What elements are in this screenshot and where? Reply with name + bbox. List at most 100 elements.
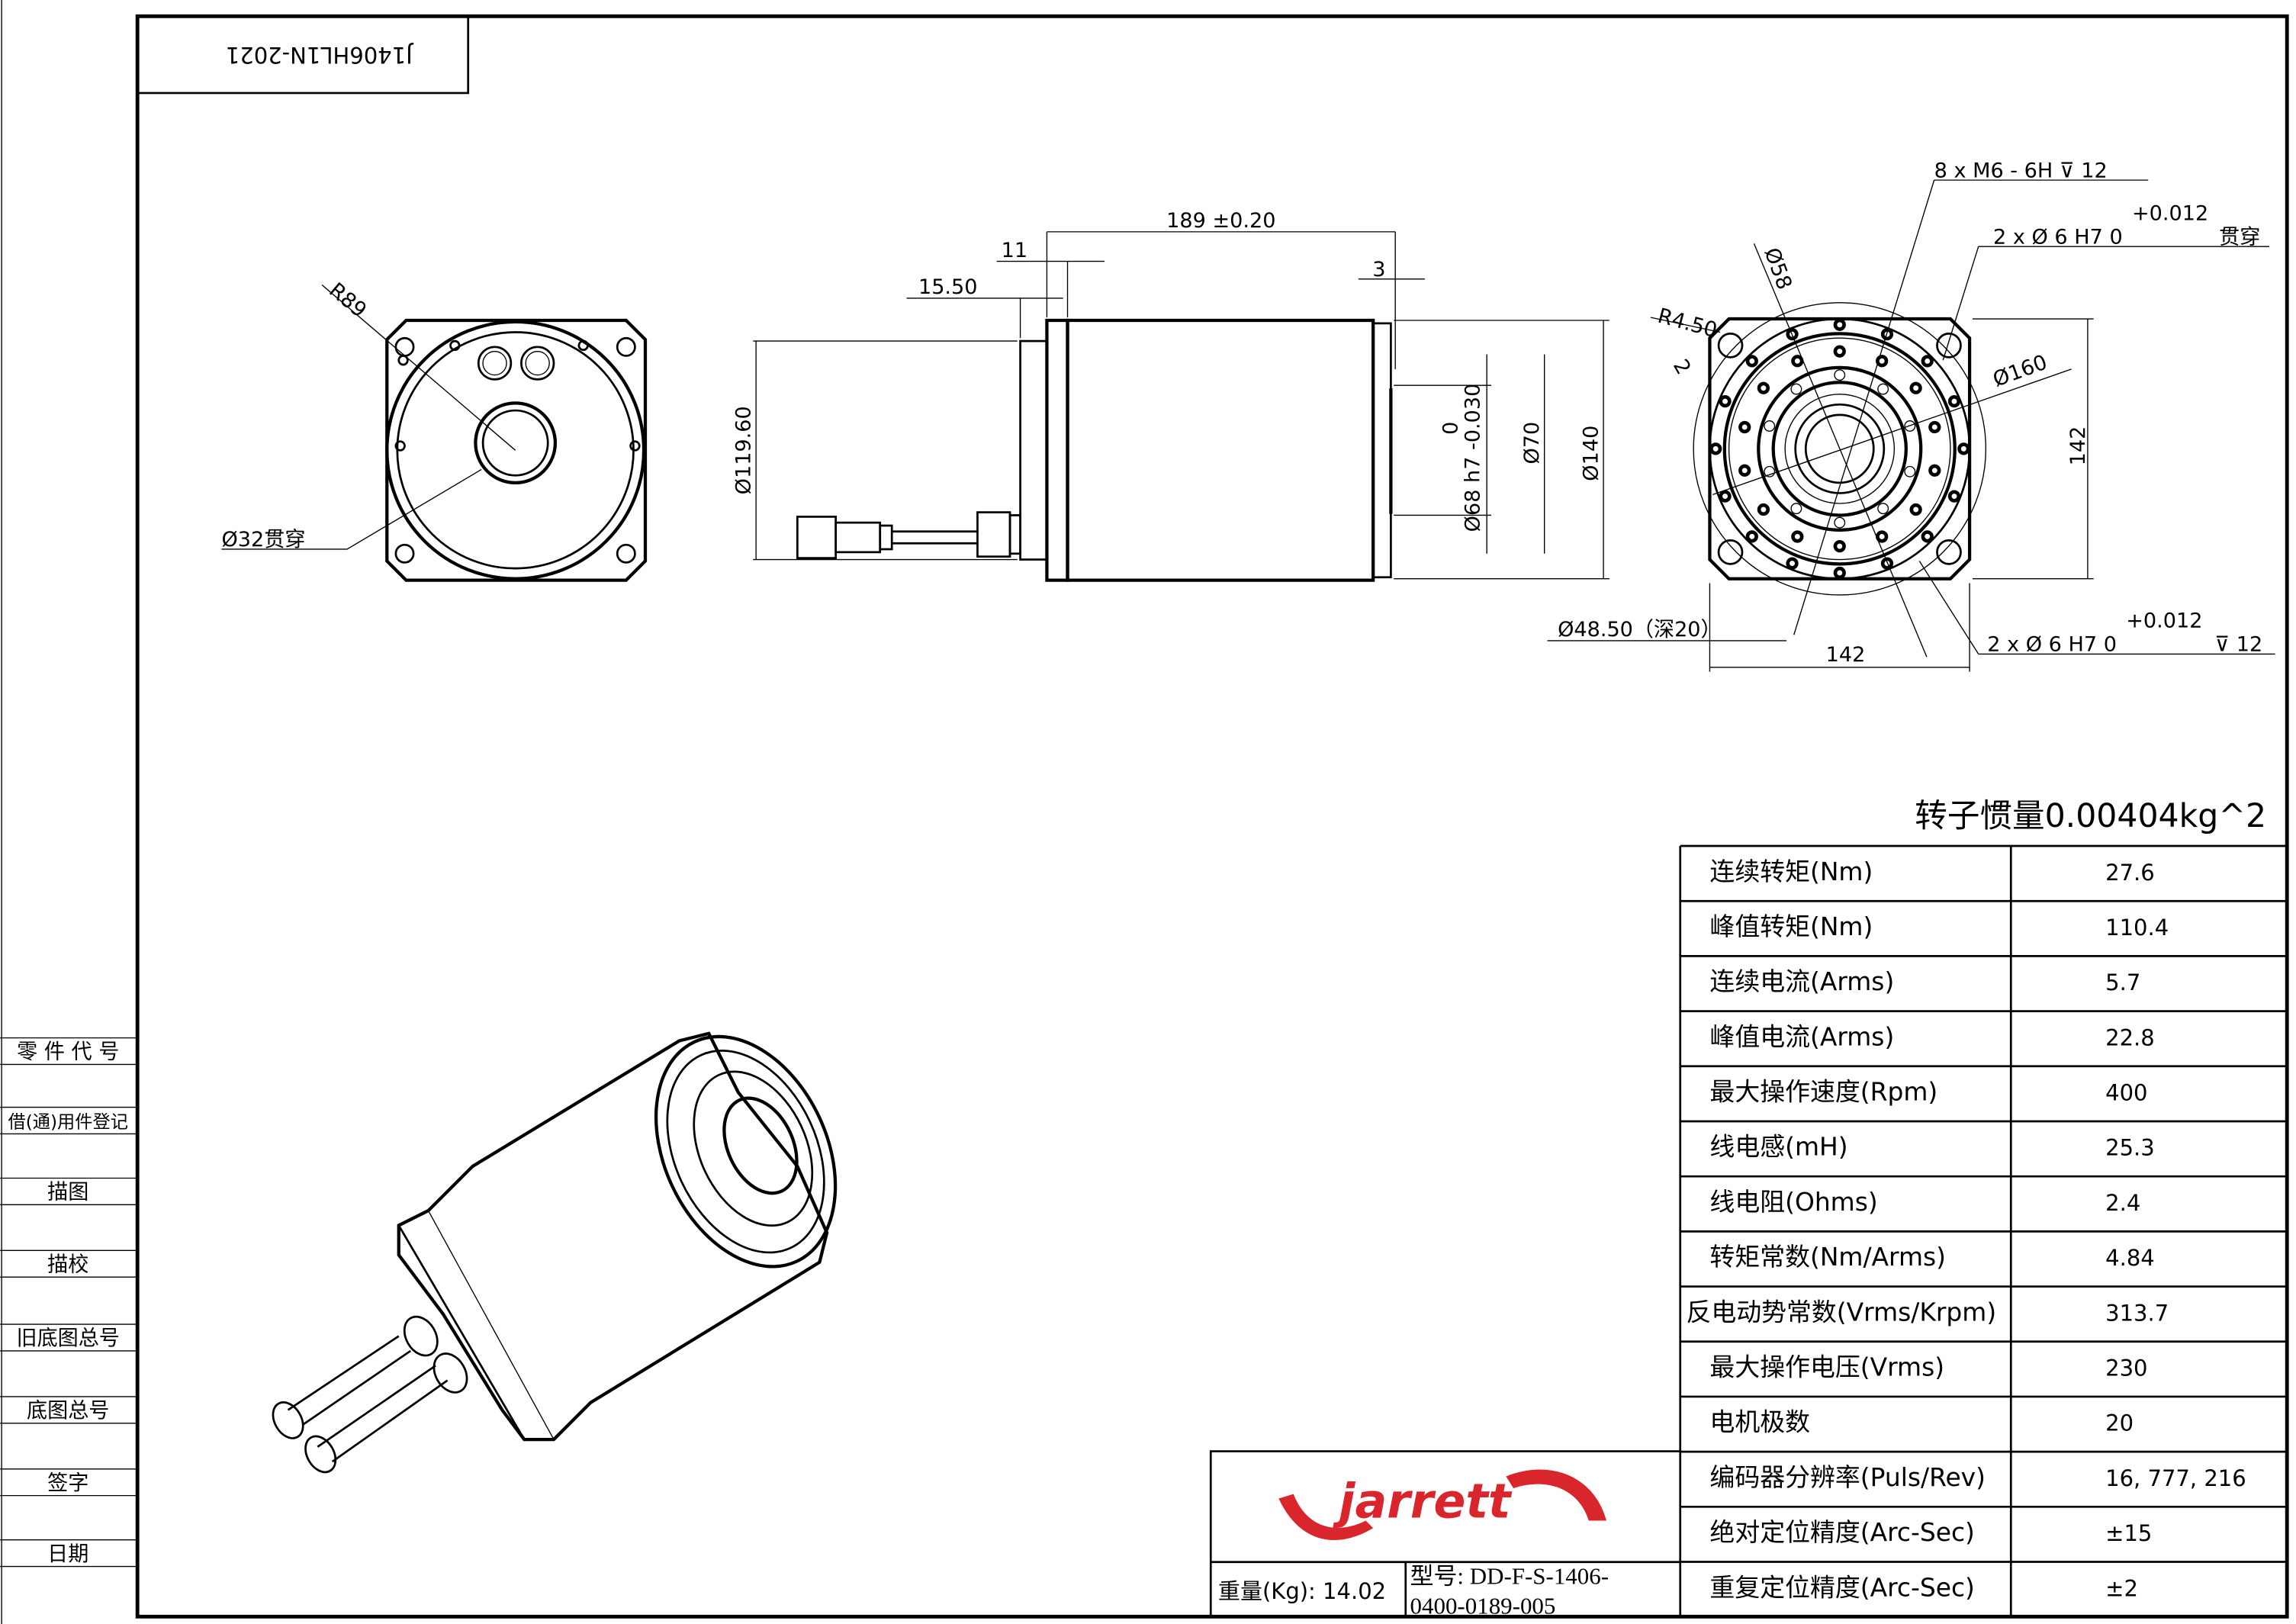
dim-2: 2 bbox=[1668, 355, 1695, 378]
specs-table: 转子惯量0.00404kg^2 连续转矩(Nm) 27.6 峰值转矩(Nm) 110.… bbox=[1679, 797, 2288, 1617]
strip-label: 零 件 代 号 bbox=[17, 1040, 119, 1064]
dim-11: 11 bbox=[1002, 239, 1027, 262]
bolt-hole bbox=[1880, 328, 1894, 341]
spec-label: 连续电流(Arms) bbox=[1709, 966, 1894, 996]
bolt-hole bbox=[1834, 369, 1846, 381]
weight-label: 重量(Kg): 14.02 bbox=[1218, 1578, 1386, 1604]
thread-callout: 8 x M6 - 6H ⊽ 12 bbox=[1934, 159, 2108, 182]
bolt-hole bbox=[1947, 395, 1961, 408]
spec-value: 313.7 bbox=[2105, 1300, 2169, 1326]
model-line-1: 型号: DD-F-S-1406- bbox=[1410, 1563, 1609, 1590]
bolt-hole bbox=[1957, 442, 1970, 455]
bolt-hole bbox=[1833, 318, 1846, 331]
spec-label: 最大操作速度(Rpm) bbox=[1709, 1077, 1937, 1107]
bolt-hole bbox=[1833, 345, 1846, 358]
strip-label: 描图 bbox=[47, 1181, 88, 1204]
spec-value: 25.3 bbox=[2105, 1135, 2155, 1161]
dim-15-50: 15.50 bbox=[918, 275, 978, 299]
spec-label: 峰值电流(Arms) bbox=[1709, 1021, 1894, 1051]
radius-label: R89 bbox=[324, 278, 371, 323]
bolt-hole bbox=[1757, 381, 1770, 394]
spec-value: 16, 777, 216 bbox=[2105, 1465, 2246, 1491]
strip-label: 签字 bbox=[47, 1471, 88, 1495]
bolt-hole bbox=[1876, 355, 1889, 368]
bore-label: Ø32贯穿 bbox=[222, 528, 306, 552]
spec-label: 线电感(mH) bbox=[1709, 1132, 1847, 1162]
spec-label: 重复定位精度(Arc-Sec) bbox=[1709, 1572, 1974, 1602]
bolt-hole bbox=[1833, 539, 1846, 553]
bolt-hole bbox=[1764, 420, 1776, 432]
bolt-hole bbox=[1909, 503, 1922, 516]
strip-label: 底图总号 bbox=[27, 1399, 109, 1423]
spec-label: 连续转矩(Nm) bbox=[1709, 857, 1873, 886]
bolt-hole bbox=[1904, 465, 1916, 478]
spec-value: 2.4 bbox=[2105, 1190, 2140, 1216]
drawing-code-box: J1406HL1N-2021 bbox=[137, 16, 470, 95]
bolt-hole bbox=[1877, 503, 1889, 515]
jarrett-logo: jarrett bbox=[1278, 1469, 1606, 1541]
pin-top-tolerance: +0.012 bbox=[2132, 201, 2208, 225]
bolt-hole bbox=[1833, 566, 1846, 580]
spec-value: 4.84 bbox=[2105, 1245, 2155, 1271]
logo-text: jarrett bbox=[1333, 1474, 1513, 1529]
strip-label: 借(通)用件登记 bbox=[8, 1112, 127, 1133]
model-line-2: 0400-0189-005 bbox=[1410, 1592, 1556, 1619]
bolt-hole bbox=[1880, 557, 1894, 570]
bolt-hole bbox=[1738, 464, 1751, 477]
spec-value: ±2 bbox=[2105, 1575, 2138, 1601]
drawing-code: J1406HL1N-2021 bbox=[226, 42, 414, 68]
pin-bottom-callout: 2 x Ø 6 H7 0 bbox=[1987, 633, 2117, 657]
dim-58: Ø58 bbox=[1759, 245, 1796, 293]
spec-value: 20 bbox=[2105, 1410, 2134, 1436]
dim-3: 3 bbox=[1372, 258, 1385, 281]
spec-value: 5.7 bbox=[2105, 970, 2140, 995]
bolt-hole bbox=[1928, 464, 1941, 477]
spec-value: 110.4 bbox=[2105, 915, 2169, 941]
front-view: R89 Ø32贯穿 bbox=[222, 278, 648, 582]
bolt-hole bbox=[1790, 503, 1802, 515]
bolt-hole bbox=[1719, 395, 1732, 408]
bolt-hole bbox=[1738, 420, 1751, 434]
side-view: 189 ±0.20 11 15.50 3 Ø119.60 Ø68 h7 -0.0… bbox=[732, 209, 1787, 642]
dim-48-50: Ø48.50（深20） bbox=[1558, 618, 1722, 642]
spec-value: 400 bbox=[2105, 1080, 2147, 1106]
bolt-hole bbox=[1719, 490, 1732, 503]
spec-label: 编码器分辨率(Puls/Rev) bbox=[1709, 1462, 1986, 1492]
strip-label: 旧底图总号 bbox=[17, 1327, 120, 1350]
pin-top-callout: 2 x Ø 6 H7 0 bbox=[1993, 225, 2123, 249]
bolt-hole bbox=[1876, 530, 1889, 543]
bolt-hole bbox=[1947, 490, 1961, 503]
pin-bottom-depth: ⊽ 12 bbox=[2214, 633, 2262, 657]
bolt-hole bbox=[1745, 355, 1758, 368]
dim-142-width: 142 bbox=[1826, 643, 1866, 667]
bolt-hole bbox=[1834, 516, 1846, 529]
isometric-view bbox=[272, 1031, 838, 1474]
rear-view: 8 x M6 - 6H ⊽ 12 +0.012 2 x Ø 6 H7 0 贯穿 … bbox=[1650, 159, 2275, 672]
dim-142-height: 142 bbox=[2066, 426, 2090, 466]
bolt-hole bbox=[1709, 442, 1722, 455]
spec-label: 线电阻(Ohms) bbox=[1709, 1187, 1877, 1217]
spec-label: 绝对定位精度(Arc-Sec) bbox=[1709, 1517, 1974, 1547]
dim-70: Ø70 bbox=[1520, 422, 1544, 465]
spec-value: ±15 bbox=[2105, 1520, 2152, 1546]
pin-top-note: 贯穿 bbox=[2219, 225, 2260, 249]
bolt-hole bbox=[1904, 420, 1916, 432]
bolt-hole bbox=[1791, 355, 1804, 368]
bolt-hole bbox=[1877, 383, 1889, 395]
spec-value: 27.6 bbox=[2105, 860, 2155, 886]
length-dim: 189 ±0.20 bbox=[1166, 209, 1275, 233]
spec-value: 22.8 bbox=[2105, 1024, 2155, 1050]
sheet-border bbox=[135, 14, 2289, 1619]
pin-bottom-tolerance: +0.012 bbox=[2126, 609, 2202, 633]
dim-140: Ø140 bbox=[1579, 426, 1603, 481]
bolt-hole bbox=[1921, 530, 1934, 543]
rotor-inertia-title: 转子惯量0.00404kg^2 bbox=[1915, 797, 2266, 835]
bolt-hole bbox=[1909, 381, 1922, 394]
spec-label: 峰值转矩(Nm) bbox=[1709, 912, 1873, 941]
bolt-hole bbox=[1745, 530, 1758, 543]
spec-label: 电机极数 bbox=[1709, 1407, 1810, 1437]
spec-label: 最大操作电压(Vrms) bbox=[1709, 1352, 1944, 1382]
bolt-hole bbox=[1790, 383, 1802, 395]
